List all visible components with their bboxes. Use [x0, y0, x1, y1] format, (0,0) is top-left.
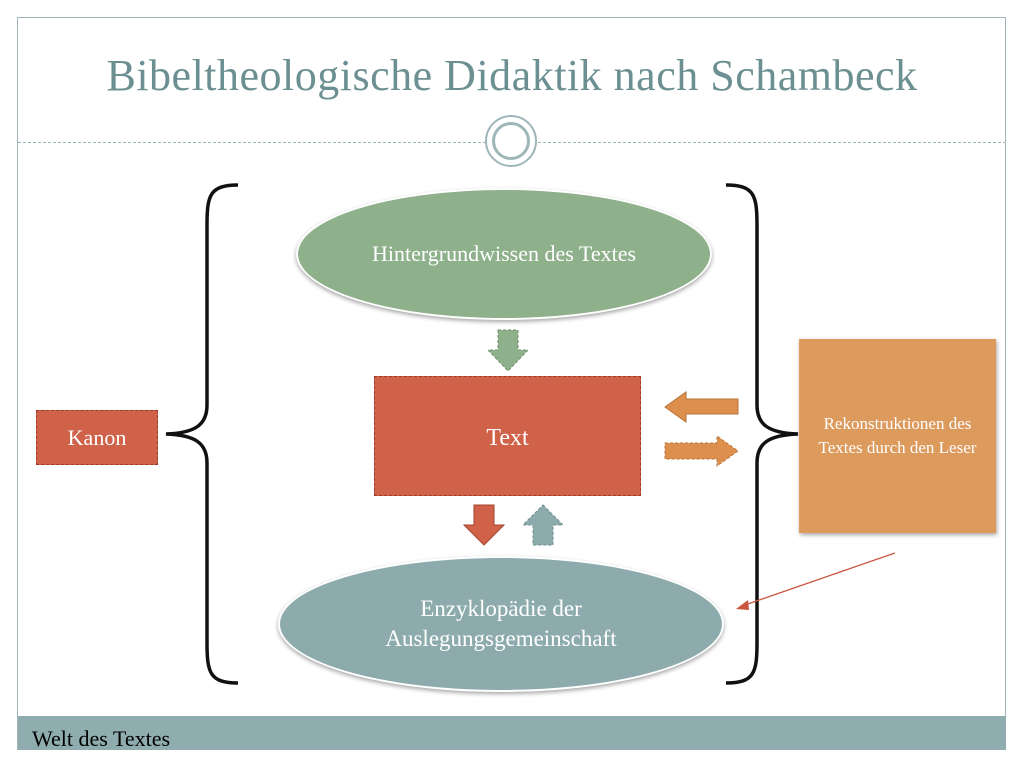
- footer-bar: [18, 716, 1006, 750]
- right-curly-brace: [725, 183, 799, 685]
- divider-ring-ornament: [485, 115, 537, 167]
- orange-right-arrow: [664, 435, 739, 467]
- hintergrundwissen-ellipse: Hintergrundwissen des Textes: [296, 188, 712, 320]
- green-down-arrow: [486, 329, 530, 372]
- red-pointer-line: [741, 552, 896, 607]
- text-box: Text: [374, 376, 641, 496]
- left-curly-brace: [165, 183, 239, 685]
- kanon-box: Kanon: [36, 410, 158, 465]
- slide-title: Bibeltheologische Didaktik nach Schambec…: [106, 51, 918, 100]
- footer-label: Welt des Textes: [32, 726, 171, 751]
- teal-up-arrow: [521, 504, 565, 546]
- enzyklopaedie-ellipse: Enzyklopädie der Auslegungsgemeinschaft: [278, 556, 724, 692]
- rekonstruktionen-box: Rekonstruktionen des Textes durch den Le…: [799, 339, 996, 533]
- red-pointer-arrowhead: [736, 600, 749, 610]
- orange-left-arrow: [664, 391, 739, 423]
- red-down-arrow: [462, 504, 506, 546]
